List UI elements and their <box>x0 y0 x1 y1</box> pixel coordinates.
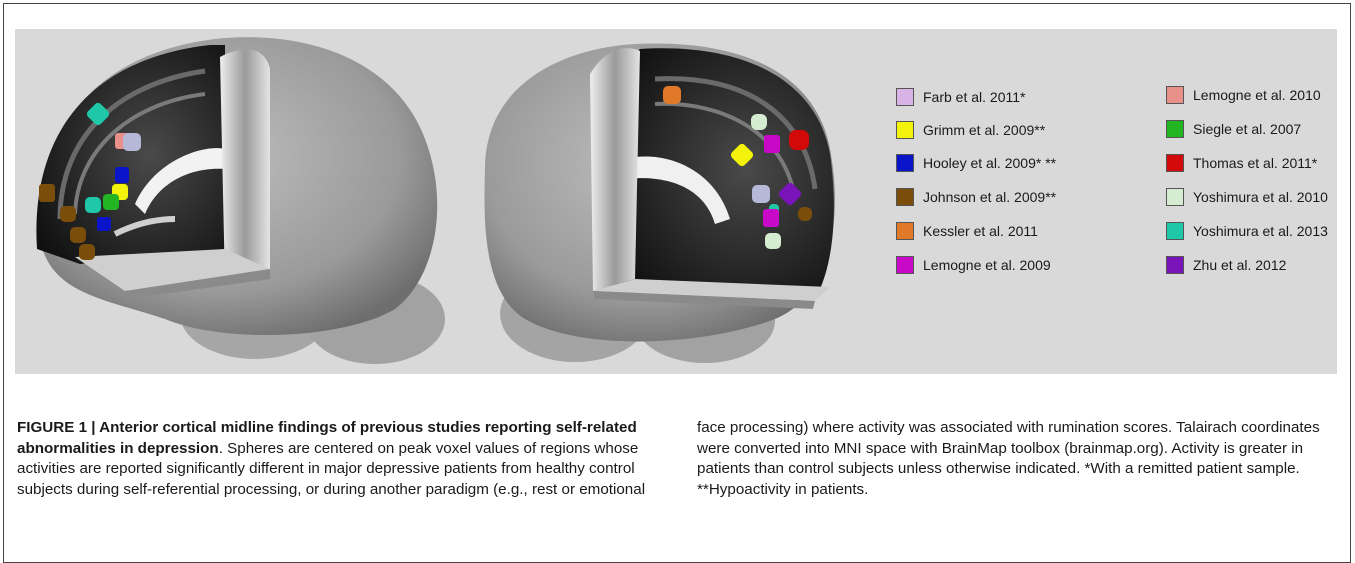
legend-swatch <box>896 256 914 274</box>
legend-swatch <box>896 121 914 139</box>
legend-swatch <box>1166 188 1184 206</box>
figure-panel: Farb et al. 2011* Grimm et al. 2009** Ho… <box>15 29 1337 374</box>
legend-label: Thomas et al. 2011* <box>1193 155 1317 171</box>
legend-label: Zhu et al. 2012 <box>1193 257 1286 273</box>
legend-label: Siegle et al. 2007 <box>1193 121 1301 137</box>
figure-caption: FIGURE 1 | Anterior cortical midline fin… <box>17 418 677 500</box>
legend-label: Grimm et al. 2009** <box>923 122 1045 138</box>
legend-label: Lemogne et al. 2010 <box>1193 87 1321 103</box>
legend-swatch <box>1166 86 1184 104</box>
legend-label: Yoshimura et al. 2010 <box>1193 189 1328 205</box>
legend-swatch <box>896 188 914 206</box>
legend: Farb et al. 2011* Grimm et al. 2009** Ho… <box>896 80 1336 320</box>
right-brain <box>484 43 834 363</box>
legend-swatch <box>1166 120 1184 138</box>
legend-swatch <box>1166 222 1184 240</box>
legend-label: Lemogne et al. 2009 <box>923 257 1051 273</box>
legend-swatch <box>896 88 914 106</box>
legend-swatch <box>896 154 914 172</box>
legend-label: Johnson et al. 2009** <box>923 189 1056 205</box>
figure-caption-continued: face processing) where activity was asso… <box>697 418 1347 500</box>
legend-label: Hooley et al. 2009* ** <box>923 155 1056 171</box>
legend-label: Yoshimura et al. 2013 <box>1193 223 1328 239</box>
legend-swatch <box>1166 154 1184 172</box>
legend-label: Farb et al. 2011* <box>923 89 1025 105</box>
caption-label: FIGURE 1 | <box>17 419 99 436</box>
legend-swatch <box>896 222 914 240</box>
legend-swatch <box>1166 256 1184 274</box>
legend-label: Kessler et al. 2011 <box>923 223 1038 239</box>
